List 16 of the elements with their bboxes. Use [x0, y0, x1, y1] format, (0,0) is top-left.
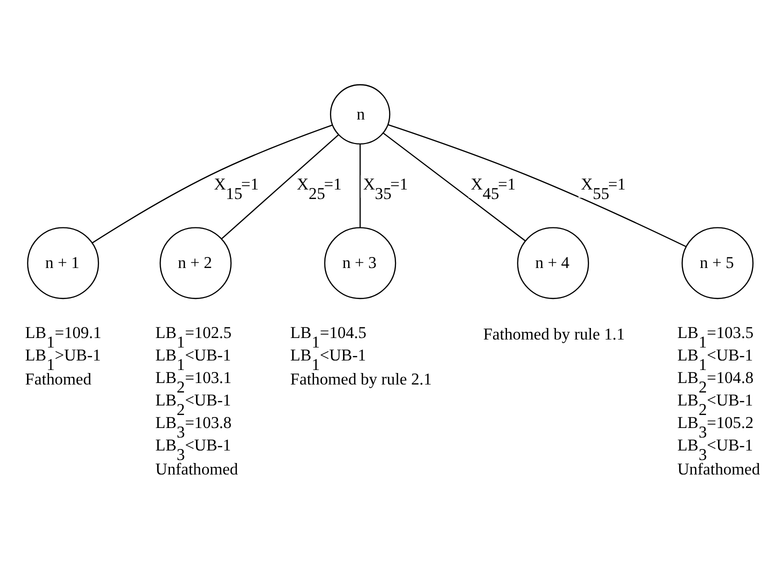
- connector: [383, 132, 526, 241]
- node-circle: n + 3: [324, 226, 396, 299]
- node-circle: n + 5: [682, 226, 754, 299]
- node-label: Fathomed by rule 1.1: [483, 324, 625, 343]
- connector: [360, 144, 361, 228]
- node-circle: n: [330, 84, 390, 144]
- node-circle: n + 4: [517, 226, 590, 299]
- node-circle: n + 1: [27, 226, 100, 299]
- node-label: Unfathomed: [155, 458, 238, 478]
- node-label: Fathomed by rule 2.1: [290, 368, 432, 388]
- connector: [221, 134, 340, 239]
- node-circle: n + 2: [160, 226, 232, 299]
- node-label: Fathomed: [25, 368, 92, 388]
- node-label: Unfathomed: [677, 458, 760, 478]
- connector: [92, 124, 332, 243]
- connector: [388, 124, 687, 247]
